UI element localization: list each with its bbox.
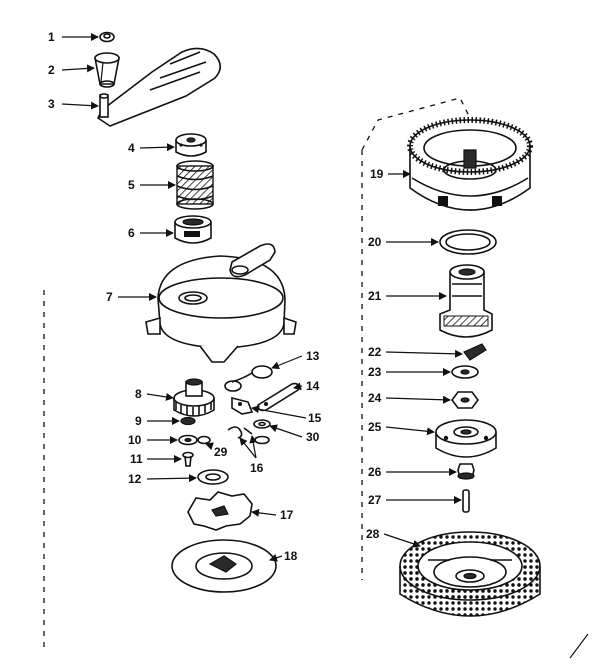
part-23-washer bbox=[451, 365, 479, 379]
part-3-crank-handle bbox=[96, 47, 222, 127]
label-1: 1 bbox=[48, 30, 55, 44]
label-9: 9 bbox=[135, 414, 142, 428]
part-16-clip bbox=[227, 426, 253, 439]
part-22-small-lever bbox=[463, 343, 487, 361]
label-23: 23 bbox=[368, 365, 382, 379]
label-15: 15 bbox=[308, 411, 322, 425]
stray-mark bbox=[569, 633, 589, 659]
label-28: 28 bbox=[366, 527, 380, 541]
label-7: 7 bbox=[106, 290, 113, 304]
label-19: 19 bbox=[370, 167, 384, 181]
part-21-shaft-housing bbox=[439, 264, 493, 338]
assembly-dashed-line-right bbox=[361, 97, 471, 580]
part-1-nut bbox=[99, 31, 115, 43]
label-11: 11 bbox=[130, 452, 143, 466]
part-18-base-disc bbox=[171, 539, 277, 593]
label-29: 29 bbox=[214, 445, 228, 459]
part-7-cover-housing bbox=[145, 243, 297, 363]
label-2: 2 bbox=[48, 63, 55, 77]
label-20: 20 bbox=[368, 235, 382, 249]
part-24-hex-nut bbox=[451, 391, 479, 409]
part-20-o-ring bbox=[439, 229, 497, 255]
part-27-pin bbox=[462, 489, 470, 513]
part-6-bushing bbox=[174, 215, 212, 244]
label-3: 3 bbox=[48, 97, 55, 111]
part-13-torsion-spring bbox=[224, 365, 273, 392]
label-25: 25 bbox=[368, 420, 382, 434]
label-12: 12 bbox=[128, 472, 142, 486]
label-24: 24 bbox=[368, 391, 382, 405]
label-8: 8 bbox=[135, 387, 142, 401]
part-19-ring-gear-housing bbox=[407, 117, 533, 211]
label-6: 6 bbox=[128, 226, 135, 240]
label-16: 16 bbox=[250, 461, 264, 475]
label-14: 14 bbox=[306, 379, 320, 393]
part-10-washer bbox=[178, 434, 198, 446]
part-15-pawl bbox=[231, 396, 254, 415]
label-4: 4 bbox=[128, 141, 135, 155]
part-2-handle-knob bbox=[94, 52, 120, 88]
label-10: 10 bbox=[128, 433, 142, 447]
part-14-pawl-lever bbox=[257, 382, 300, 412]
label-22: 22 bbox=[368, 345, 382, 359]
part-11-screw bbox=[182, 451, 194, 467]
part-8-gear bbox=[173, 378, 215, 417]
label-5: 5 bbox=[128, 178, 135, 192]
part-26-bolt bbox=[457, 463, 475, 480]
leader-lines bbox=[61, 33, 463, 562]
part-17-star-plate bbox=[187, 491, 253, 531]
part-30-small-washer bbox=[253, 419, 271, 445]
label-26: 26 bbox=[368, 465, 382, 479]
part-25-pulley-hub bbox=[435, 419, 497, 458]
part-28-knurled-base bbox=[399, 531, 541, 617]
part-4-collar-hub bbox=[175, 133, 207, 157]
part-12-flat-washer bbox=[197, 469, 229, 485]
label-18-lower: 18 bbox=[284, 549, 298, 563]
label-21: 21 bbox=[368, 289, 382, 303]
label-17: 17 bbox=[280, 508, 294, 522]
label-27: 27 bbox=[368, 493, 382, 507]
part-29-small-ring bbox=[197, 435, 211, 445]
label-30: 30 bbox=[306, 430, 320, 444]
part-5-spring bbox=[176, 160, 214, 210]
label-13: 13 bbox=[306, 349, 320, 363]
part-9-o-ring bbox=[180, 416, 196, 426]
